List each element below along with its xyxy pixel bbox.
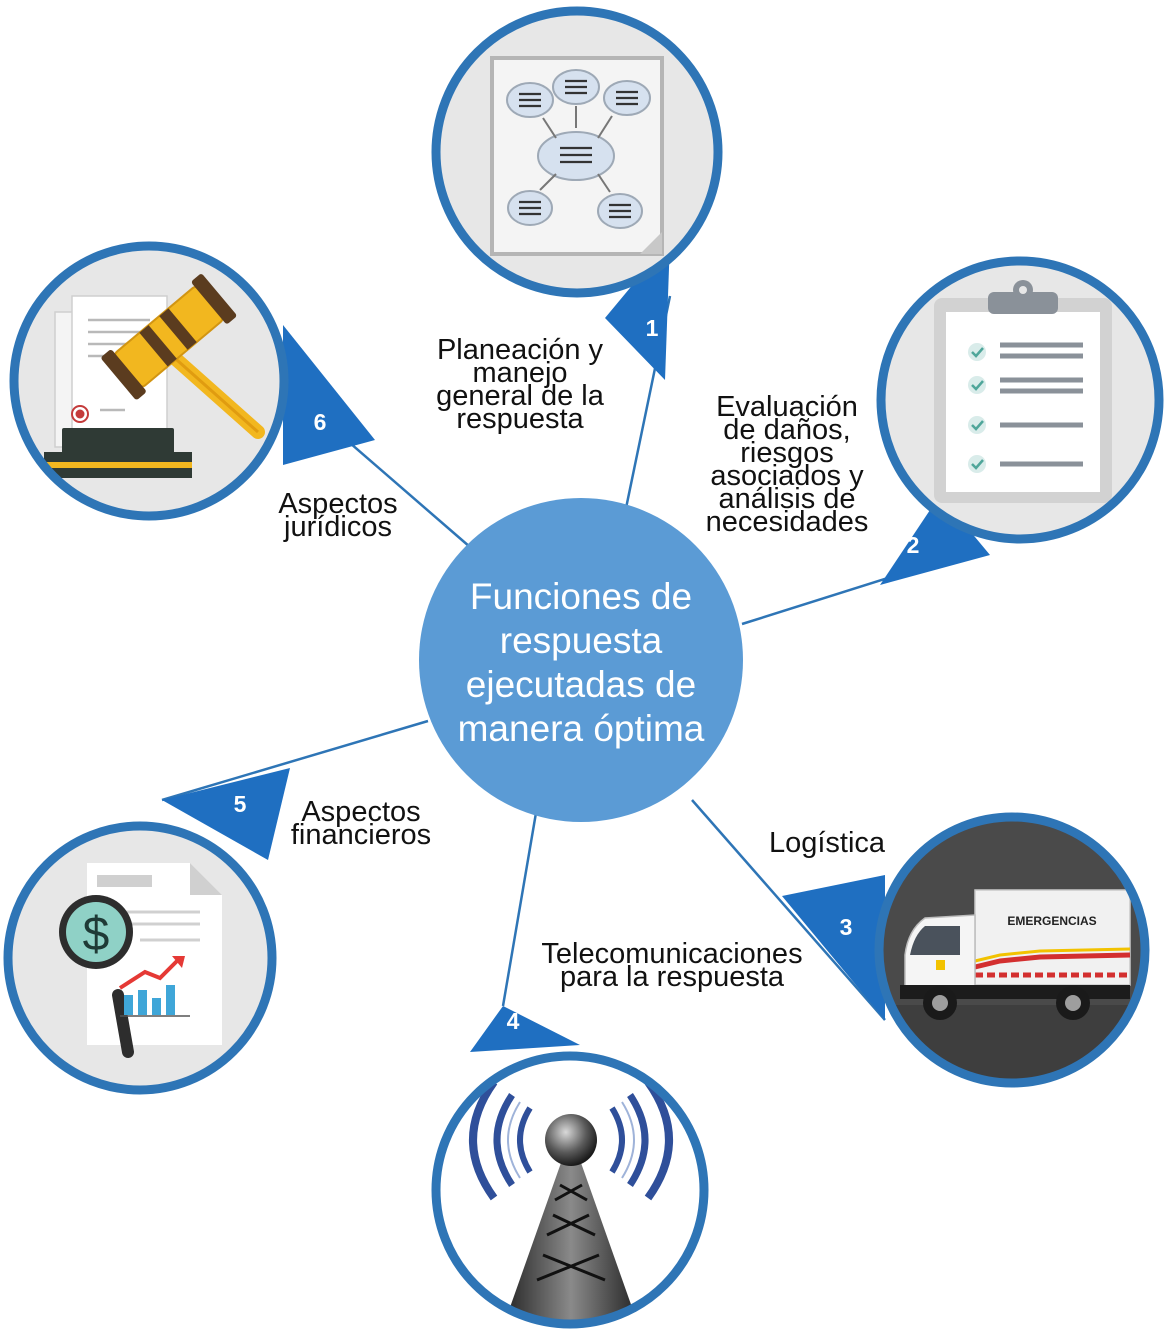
pointer-2 — [880, 495, 990, 585]
label-line: general de la — [436, 380, 604, 412]
gavel-document-icon — [9, 241, 289, 521]
clipboard-checklist-icon — [876, 256, 1164, 544]
center-title-line: manera óptima — [457, 708, 705, 749]
center-title-line: respuesta — [499, 620, 663, 661]
label-line: financieros — [290, 819, 432, 851]
radio-tower-icon — [431, 1051, 709, 1329]
function-label-5: Aspectos financieros — [276, 796, 446, 851]
pointer-triangles — [162, 240, 990, 1052]
pointer-6 — [283, 325, 375, 465]
pointer-5 — [162, 768, 290, 860]
connector-5 — [161, 719, 429, 802]
label-line: Logística — [768, 827, 886, 859]
function-label-3: Logística — [752, 827, 902, 859]
function-label-1: Planeación y manejo general de la respue… — [420, 334, 620, 435]
label-line: Telecomunicaciones — [541, 938, 803, 970]
label-line: Planeación y — [436, 334, 604, 366]
label-line: análisis de — [718, 483, 856, 515]
label-line: de daños, — [723, 414, 851, 446]
truck-label: EMERGENCIAS — [1007, 914, 1096, 928]
pointer-4 — [470, 1006, 580, 1052]
function-label-2: Evaluación de daños, riesgos asociados y… — [692, 391, 882, 538]
connector-3 — [691, 799, 886, 1021]
step-number-4: 4 — [507, 1008, 520, 1034]
label-line: respuesta — [456, 403, 584, 435]
function-label-6: Aspectos jurídicos — [258, 488, 418, 543]
label-line: Evaluación — [716, 391, 858, 423]
step-number-3: 3 — [840, 914, 853, 940]
label-line: asociados y — [710, 460, 864, 492]
center-title: Funciones de respuesta ejecutadas de man… — [422, 575, 740, 751]
label-line: riesgos — [740, 437, 834, 469]
center-circle — [419, 498, 743, 822]
function-label-4: Telecomunicaciones para la respuesta — [522, 938, 822, 993]
center-title-line: Funciones de — [469, 576, 693, 617]
step-number-5: 5 — [234, 791, 247, 817]
label-line: para la respuesta — [559, 961, 785, 993]
center-title-line: ejecutadas de — [465, 664, 697, 705]
dollar-symbol: $ — [83, 908, 110, 961]
label-line: jurídicos — [284, 511, 392, 543]
label-line: manejo — [472, 357, 568, 389]
emergency-truck-icon: EMERGENCIAS — [874, 812, 1150, 1088]
financial-analysis-icon: $ — [3, 821, 277, 1095]
step-number-6: 6 — [314, 409, 327, 435]
step-number-2: 2 — [907, 532, 920, 558]
connector-4 — [501, 806, 539, 1007]
step-number-1: 1 — [646, 315, 659, 341]
concept-map-document-icon — [431, 6, 723, 298]
pointer-3 — [782, 875, 885, 1020]
label-line: necesidades — [705, 506, 869, 538]
label-line: Aspectos — [278, 488, 398, 520]
label-line: Aspectos — [301, 796, 421, 828]
